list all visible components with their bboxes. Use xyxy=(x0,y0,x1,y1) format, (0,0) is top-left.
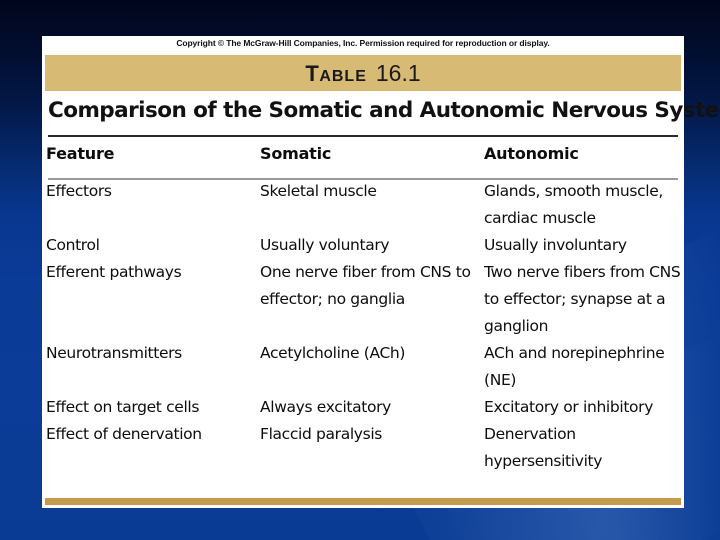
table-header-row: Feature Somatic Autonomic xyxy=(42,140,684,178)
row-feature: Effect of denervation xyxy=(46,425,202,443)
row-feature: Efferent pathways xyxy=(46,263,182,281)
row-autonomic: Glands, smooth muscle, cardiac muscle xyxy=(484,182,663,227)
row-autonomic: ACh and norepinephrine (NE) xyxy=(484,344,665,389)
table-number-value: 16.1 xyxy=(375,60,421,86)
table-word-rest: ABLE xyxy=(319,68,367,85)
row-somatic: Flaccid paralysis xyxy=(260,425,383,443)
header-bottom-rule xyxy=(48,178,678,180)
comparison-table: Feature Somatic Autonomic Effectors Skel… xyxy=(42,140,684,475)
panel-bottom-accent-bar xyxy=(45,498,681,505)
table-panel: Copyright © The McGraw-Hill Companies, I… xyxy=(42,36,720,508)
row-feature: Control xyxy=(46,236,100,254)
row-autonomic: Two nerve fibers from CNS to effector; s… xyxy=(484,263,681,335)
table-caption: Comparison of the Somatic and Autonomic … xyxy=(48,98,720,123)
row-somatic: One nerve fiber from CNS to effector; no… xyxy=(260,263,471,308)
row-feature: Effect on target cells xyxy=(46,398,200,416)
table-row: Neurotransmitters Acetylcholine (ACh) AC… xyxy=(42,340,684,394)
copyright-notice: Copyright © The McGraw-Hill Companies, I… xyxy=(176,38,550,48)
row-somatic: Skeletal muscle xyxy=(260,182,377,200)
table-row: Effect of denervation Flaccid paralysis … xyxy=(42,421,684,475)
row-feature: Effectors xyxy=(46,182,112,200)
table-row: Control Usually voluntary Usually involu… xyxy=(42,232,684,259)
row-autonomic: Excitatory or inhibitory xyxy=(484,398,654,416)
column-header-autonomic: Autonomic xyxy=(484,144,579,163)
header-top-rule xyxy=(48,135,678,137)
table-number-label: TABLE 16.1 xyxy=(45,55,681,91)
row-feature: Neurotransmitters xyxy=(46,344,182,362)
table-row: Effectors Skeletal muscle Glands, smooth… xyxy=(42,178,684,232)
row-somatic: Acetylcholine (ACh) xyxy=(260,344,406,362)
row-somatic: Usually voluntary xyxy=(260,236,390,254)
row-somatic: Always excitatory xyxy=(260,398,391,416)
table-word-initial: T xyxy=(305,61,320,86)
column-header-somatic: Somatic xyxy=(260,144,332,163)
row-autonomic: Usually involuntary xyxy=(484,236,627,254)
row-autonomic: Denervation hypersensitivity xyxy=(484,425,603,470)
column-header-feature: Feature xyxy=(46,144,115,163)
table-row: Effect on target cells Always excitatory… xyxy=(42,394,684,421)
table-row: Efferent pathways One nerve fiber from C… xyxy=(42,259,684,340)
table-title-band: TABLE 16.1 xyxy=(45,55,681,91)
